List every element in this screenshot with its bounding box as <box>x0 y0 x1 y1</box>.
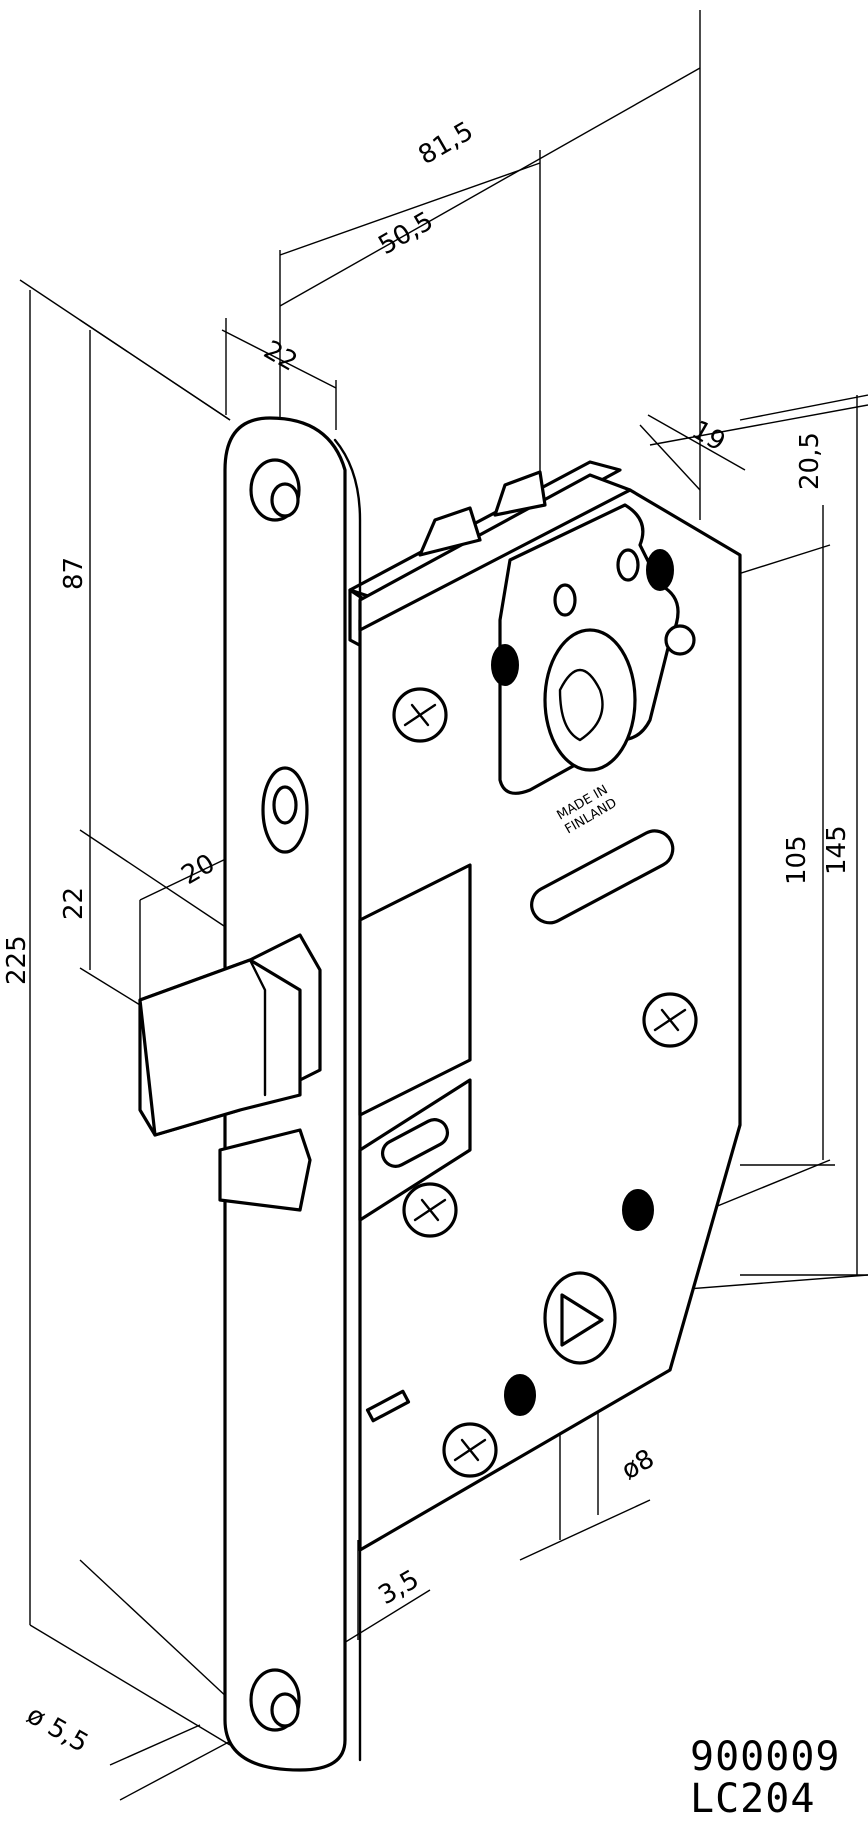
dim-8: ø8 <box>617 1444 660 1486</box>
drawing-code-line-1: 900009 <box>690 1734 841 1780</box>
dim-5-5: ø 5,5 <box>22 1700 94 1759</box>
forend-screw-hole-bottom-inner <box>270 1692 300 1728</box>
cylinder-screw-star <box>664 624 696 656</box>
case-screw-1 <box>392 687 448 743</box>
follower-slot <box>530 829 675 925</box>
forend-slot-inner <box>272 785 298 825</box>
dim-19: 19 <box>687 415 731 458</box>
dim-225: 225 <box>2 935 32 985</box>
dim-22-top: 22 <box>259 335 303 378</box>
drawing-code-line-2: LC204 <box>690 1776 816 1822</box>
case-screw-3 <box>402 1182 458 1238</box>
cylinder-pin-2 <box>616 548 640 582</box>
dim-87: 87 <box>59 557 89 590</box>
case-screw-2 <box>642 992 698 1048</box>
forend-edge <box>333 438 362 1762</box>
cylinder-pin-1 <box>553 583 577 617</box>
deadbolt-window <box>358 863 472 1117</box>
case-hole-2 <box>504 1374 536 1416</box>
dimension-lines <box>19 10 868 1801</box>
dim-20-5: 20,5 <box>795 432 825 490</box>
dim-3-5: 3,5 <box>374 1564 425 1611</box>
spindle-square <box>560 1293 604 1347</box>
top-tab-left <box>418 506 482 557</box>
dim-145: 145 <box>822 825 852 875</box>
cylinder-screw-left <box>491 644 519 686</box>
dim-105: 105 <box>782 835 812 885</box>
latch-bolt-edge <box>248 958 267 1097</box>
latch-tail <box>218 1128 312 1212</box>
top-tab-right <box>493 470 547 517</box>
selector-slot <box>380 1118 450 1168</box>
case-hole-1 <box>622 1189 654 1231</box>
cylinder-cam <box>558 669 604 742</box>
dim-50-5: 50,5 <box>374 206 439 261</box>
forend-screw-hole-top-inner <box>270 482 300 518</box>
dim-22-side: 22 <box>59 887 89 920</box>
dim-20: 20 <box>177 849 221 892</box>
cylinder-hole <box>543 628 637 772</box>
cylinder-screw-right <box>646 549 674 591</box>
case-screw-4 <box>442 1422 498 1478</box>
small-slot <box>365 1389 411 1423</box>
dim-81-5: 81,5 <box>414 116 479 171</box>
